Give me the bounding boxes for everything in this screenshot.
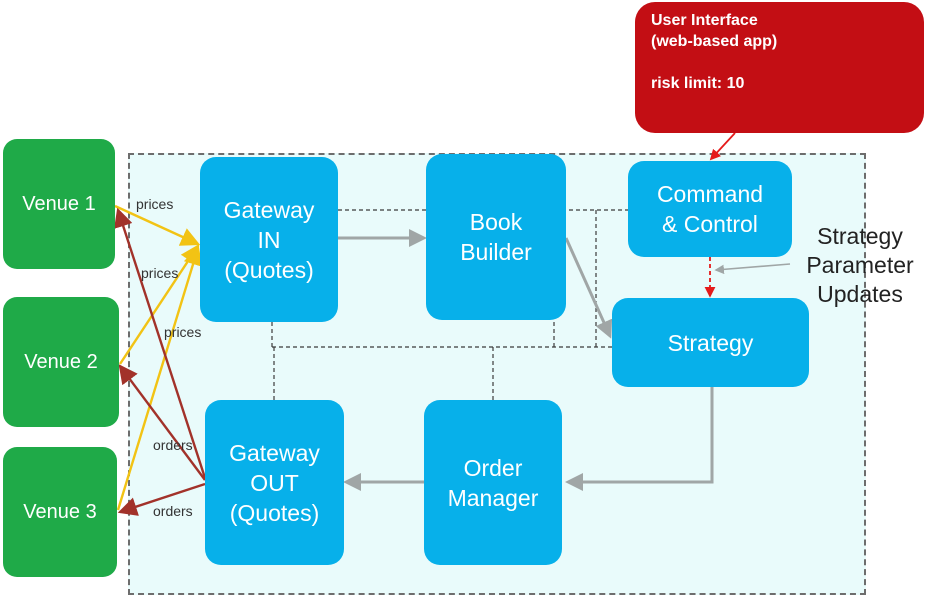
venue-1: Venue 1	[3, 139, 115, 269]
command-control: Command & Control	[628, 161, 792, 257]
gateway-out-label: Gateway OUT (Quotes)	[229, 439, 320, 526]
venue-2-label: Venue 2	[24, 351, 98, 373]
ui-risk-limit: risk limit: 10	[651, 75, 745, 92]
gateway-in-label: Gateway IN (Quotes)	[223, 196, 315, 283]
orders-arrow-venue3	[117, 482, 206, 516]
orders-arrow-venue2	[118, 364, 206, 481]
prices-label-2: prices	[141, 265, 179, 281]
prices-label-1: prices	[136, 196, 174, 212]
ui-title: User Interface	[651, 12, 758, 29]
venue-3-label: Venue 3	[23, 501, 97, 523]
prices-label-3: prices	[164, 324, 202, 340]
prices-arrow-venue3	[116, 245, 203, 511]
flow-book-strategy	[564, 237, 613, 339]
callout-pointer	[714, 263, 791, 275]
callout-line-3: Updates	[817, 281, 903, 307]
book-builder-label: Book Builder	[460, 209, 532, 265]
user-interface-panel: User Interface (web-based app) risk limi…	[635, 2, 924, 133]
command-control-label: Command & Control	[656, 181, 764, 237]
strategy: Strategy	[612, 298, 809, 387]
orders-label-1: orders	[153, 437, 193, 453]
order-manager-label: Order Manager	[447, 454, 539, 511]
strategy-parameter-updates-callout: Strategy Parameter Updates	[796, 222, 924, 309]
callout-line-1: Strategy	[817, 223, 903, 249]
orders-arrow-venue1	[114, 207, 207, 479]
venue-2: Venue 2	[3, 297, 119, 427]
ui-subtitle: (web-based app)	[651, 33, 778, 50]
venue-3: Venue 3	[3, 447, 117, 577]
prices-arrow-venue2	[118, 243, 200, 365]
ui-spacer	[651, 52, 908, 73]
flow-strategy-om	[565, 387, 714, 491]
gateway-in: Gateway IN (Quotes)	[200, 157, 338, 322]
ui-command-arrow	[709, 132, 736, 161]
order-manager: Order Manager	[424, 400, 562, 565]
orders-label-2: orders	[153, 503, 193, 519]
callout-line-2: Parameter	[806, 252, 914, 278]
book-builder: Book Builder	[426, 154, 566, 320]
strategy-label: Strategy	[667, 329, 754, 356]
gateway-out: Gateway OUT (Quotes)	[205, 400, 344, 565]
venue-1-label: Venue 1	[22, 193, 96, 215]
